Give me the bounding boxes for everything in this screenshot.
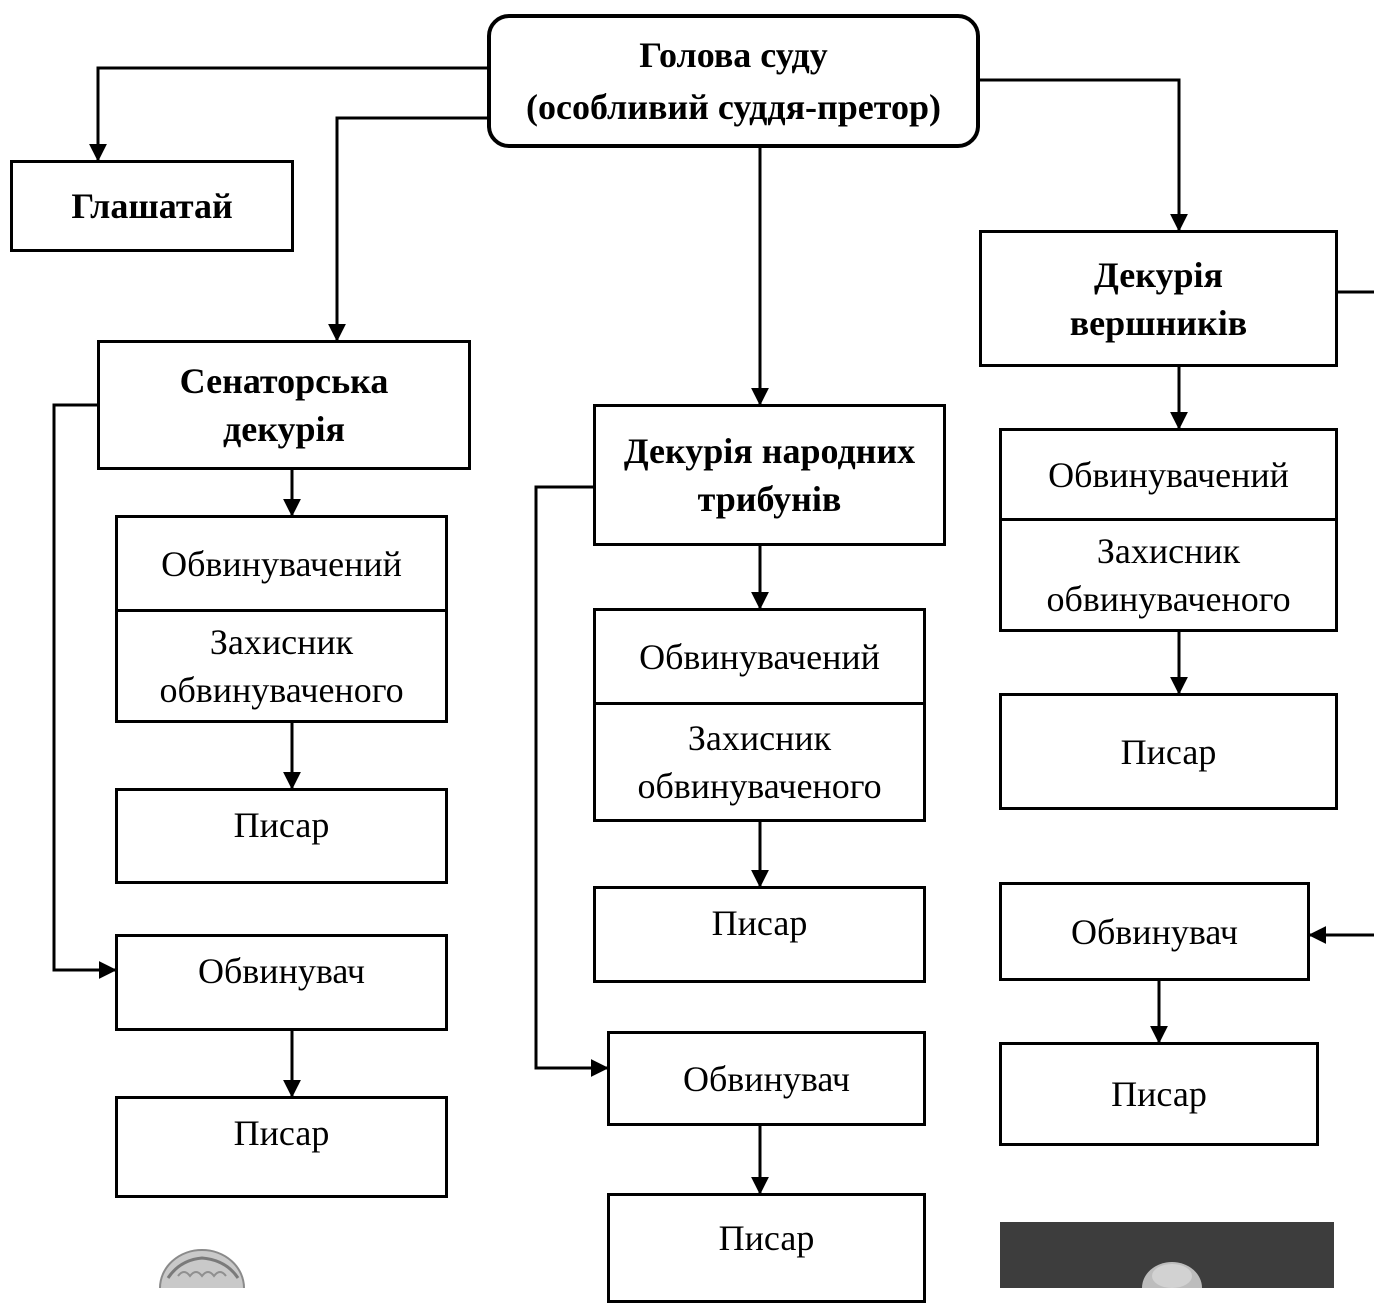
senatorial-prosecutor-clerk-label: Писар (233, 1113, 330, 1153)
bust-photo-left (150, 1248, 250, 1288)
tribunes-accused-cell: Обвинувачений (596, 611, 923, 705)
tribunes-clerk-box: Писар (593, 886, 926, 983)
equestrian-decury-label: Декурія вершників (1069, 254, 1248, 343)
equestrian-prosecutor-label: Обвинувач (1070, 911, 1238, 952)
connector-head-herald (89, 66, 487, 162)
senatorial-decury-box: Сенаторська декурія (97, 340, 471, 470)
tribunes-prosecutor-box: Обвинувач (607, 1031, 926, 1126)
tribunes-parties-box: Обвинувачений Захисник обвинуваченого (593, 608, 926, 822)
equestrian-prosecutor-clerk-label: Писар (1111, 1074, 1207, 1114)
senatorial-prosecutor-box: Обвинувач (115, 934, 448, 1031)
equestrian-decury-box: Декурія вершників (979, 230, 1338, 367)
court-head-box: Голова суду (особливий суддя-претор) (487, 14, 980, 148)
tribunes-defender-cell: Захисник обвинуваченого (596, 705, 923, 819)
equestrian-defender-cell: Захисник обвинуваченого (1002, 521, 1335, 629)
equestrian-clerk-box: Писар (999, 693, 1338, 810)
equestrian-clerk-label: Писар (1120, 731, 1217, 772)
connector-trib-prosecutor (534, 485, 609, 1077)
tribunes-clerk-label: Писар (711, 903, 808, 943)
tribunes-defender-label: Захисник обвинуваченого (637, 718, 882, 806)
connector-head-senatorial (328, 116, 487, 342)
tribunes-decury-box: Декурія народних трибунів (593, 404, 946, 546)
tribunes-prosecutor-label: Обвинувач (682, 1058, 850, 1099)
tribunes-prosecutor-clerk-label: Писар (718, 1218, 815, 1258)
senatorial-parties-box: Обвинувачений Захисник обвинуваченого (115, 515, 448, 723)
equestrian-prosecutor-clerk-box: Писар (999, 1042, 1319, 1146)
equestrian-defender-label: Захисник обвинуваченого (1046, 531, 1291, 619)
equestrian-accused-label: Обвинувачений (1048, 454, 1289, 495)
tribunes-decury-label: Декурія народних трибунів (623, 431, 916, 519)
senatorial-prosecutor-clerk-box: Писар (115, 1096, 448, 1198)
equestrian-prosecutor-box: Обвинувач (999, 882, 1310, 981)
herald-label: Глашатай (71, 186, 233, 226)
senatorial-accused-cell: Обвинувачений (118, 518, 445, 612)
herald-box: Глашатай (10, 160, 294, 252)
senatorial-decury-label: Сенаторська декурія (179, 361, 389, 449)
senatorial-clerk-box: Писар (115, 788, 448, 884)
equestrian-accused-cell: Обвинувачений (1002, 431, 1335, 521)
senatorial-defender-cell: Захисник обвинуваченого (118, 612, 445, 720)
connector-sen-prosecutor (52, 403, 117, 979)
tribunes-accused-label: Обвинувачений (639, 636, 880, 677)
tribunes-prosecutor-clerk-box: Писар (607, 1193, 926, 1303)
court-head-label: Голова суду (особливий суддя-претор) (525, 35, 942, 127)
bust-photo-right (1000, 1222, 1334, 1288)
senatorial-defender-label: Захисник обвинуваченого (159, 622, 404, 710)
senatorial-prosecutor-label: Обвинувач (197, 951, 365, 991)
connector-head-equestrian (980, 78, 1188, 232)
equestrian-parties-box: Обвинувачений Захисник обвинуваченого (999, 428, 1338, 632)
senatorial-clerk-label: Писар (233, 805, 330, 845)
senatorial-accused-label: Обвинувачений (161, 543, 402, 584)
